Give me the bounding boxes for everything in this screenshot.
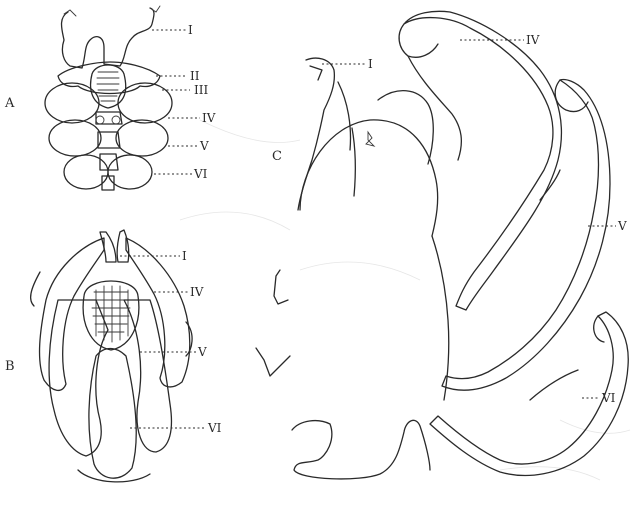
figure-a-label-4: IV bbox=[202, 111, 216, 125]
figure-b-label-4: VI bbox=[207, 421, 222, 435]
figure-b-label-3: V bbox=[197, 345, 207, 359]
figure-c-label-3: V bbox=[617, 219, 627, 233]
figure-c-label-1: I bbox=[368, 57, 373, 71]
figure-a-label-2: II bbox=[190, 69, 200, 83]
figure-c: C I IV V VI bbox=[272, 11, 628, 479]
figure-b: B I IV V VI bbox=[5, 230, 222, 482]
figure-b-label-2: IV bbox=[190, 285, 204, 299]
figure-a-label-3: III bbox=[194, 83, 208, 97]
figure-c-letter: C bbox=[272, 149, 282, 164]
figure-a: A I II III IV V VI bbox=[4, 6, 216, 190]
figure-a-letter: A bbox=[4, 96, 15, 111]
figure-c-label-2: IV bbox=[526, 33, 540, 47]
figure-b-letter: B bbox=[5, 359, 15, 374]
figure-a-label-6: VI bbox=[193, 167, 208, 181]
figure-a-label-1: I bbox=[188, 23, 193, 37]
figure-b-label-1: I bbox=[182, 249, 187, 263]
figure-c-label-4: VI bbox=[601, 391, 616, 405]
figure-a-label-5: V bbox=[199, 139, 209, 153]
detail-marks bbox=[256, 270, 290, 376]
